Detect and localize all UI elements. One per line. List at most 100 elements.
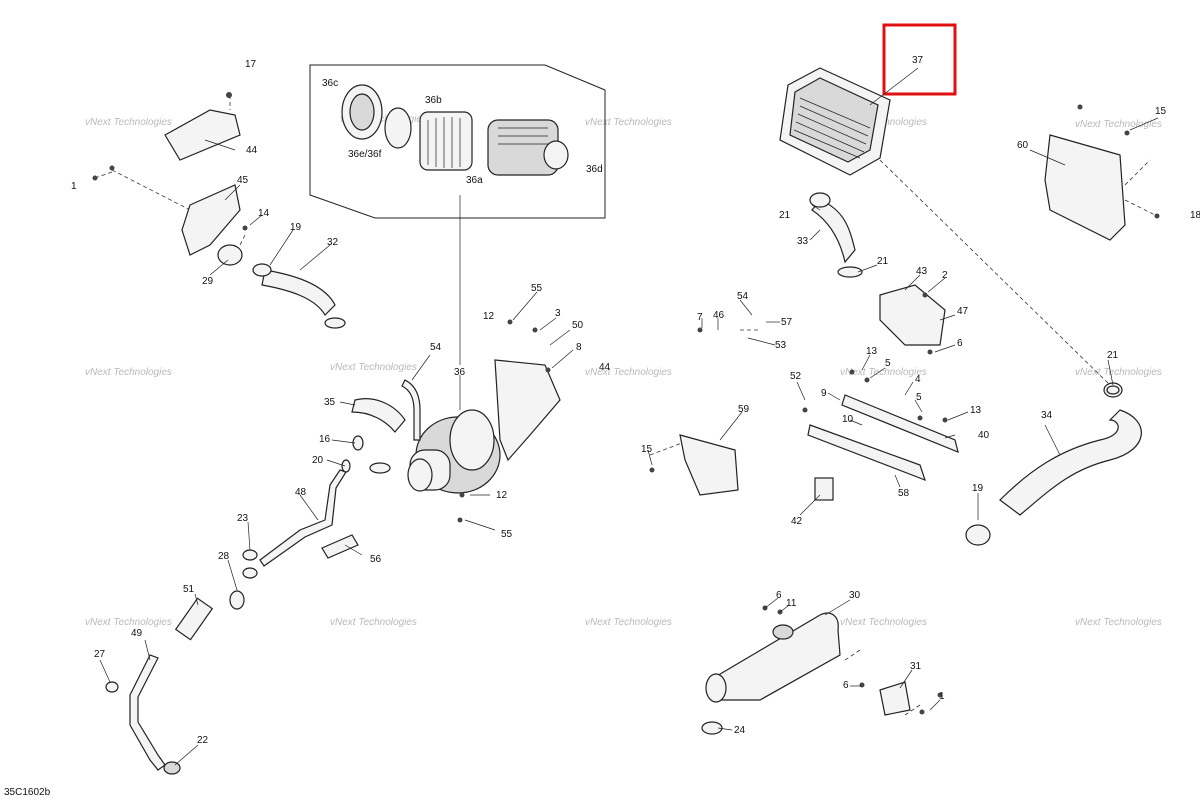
- callout-10: 10: [842, 414, 854, 425]
- callout-1b: 1: [939, 691, 945, 702]
- callout-5: 5: [885, 358, 891, 369]
- airbox-36: [407, 409, 501, 494]
- callout-40: 40: [978, 430, 990, 441]
- callout-53: 53: [775, 340, 787, 351]
- callout-9: 9: [821, 388, 827, 399]
- callout-29: 29: [202, 276, 214, 287]
- watermark: vNext Technologies: [585, 367, 672, 378]
- callout-27: 27: [94, 649, 106, 660]
- callout-12: 12: [483, 311, 495, 322]
- bracket-43: [879, 284, 946, 346]
- callout-37: 37: [912, 55, 924, 66]
- watermark: vNext Technologies: [85, 117, 172, 128]
- callout-36ef: 36e/36f: [348, 149, 382, 160]
- callout-15: 15: [1155, 106, 1167, 117]
- callout-33: 33: [797, 236, 809, 247]
- callout-36c: 36c: [322, 78, 338, 89]
- callout-36: 36: [454, 367, 466, 378]
- callout-56: 56: [370, 554, 382, 565]
- watermark: vNext Technologies: [85, 367, 172, 378]
- highlight-box: [882, 23, 957, 96]
- callout-59: 59: [738, 404, 750, 415]
- callout-20: 20: [312, 455, 324, 466]
- hose-33: [811, 199, 856, 264]
- callout-50: 50: [572, 320, 584, 331]
- callout-48: 48: [295, 487, 307, 498]
- callout-23: 23: [237, 513, 249, 524]
- callout-21c: 21: [1107, 350, 1119, 361]
- callout-1: 1: [71, 181, 77, 192]
- callout-49: 49: [131, 628, 143, 639]
- watermark: vNext Technologies: [585, 117, 672, 128]
- callout-36b: 36b: [425, 95, 442, 106]
- hose-35: [351, 398, 406, 433]
- callout-30: 30: [849, 590, 861, 601]
- air-filter-detail-box: [309, 64, 606, 365]
- callout-45: 45: [237, 175, 249, 186]
- callout-52: 52: [790, 371, 802, 382]
- figure-code: 35C1602b: [4, 787, 51, 798]
- callout-22: 22: [197, 735, 209, 746]
- callout-14: 14: [258, 208, 270, 219]
- callout-6: 6: [957, 338, 963, 349]
- bracket-31: [879, 681, 911, 716]
- callout-17: 17: [245, 59, 257, 70]
- callout-47: 47: [957, 306, 969, 317]
- callout-15b: 15: [641, 444, 653, 455]
- watermark: vNext Technologies: [840, 367, 927, 378]
- bracket-50: [494, 359, 561, 462]
- callout-58: 58: [898, 488, 910, 499]
- callout-32: 32: [327, 237, 339, 248]
- callout-12b: 12: [496, 490, 508, 501]
- bracket-45: [181, 184, 241, 256]
- bracket-59: [679, 434, 739, 496]
- callout-13b: 13: [970, 405, 982, 416]
- hose-34: [999, 409, 1142, 516]
- pipe-49: [129, 654, 166, 771]
- callout-18: 18: [1190, 210, 1200, 221]
- callout-54b: 54: [737, 291, 749, 302]
- callout-35: 35: [324, 397, 336, 408]
- callout-2: 2: [942, 270, 948, 281]
- callout-5b: 5: [916, 392, 922, 403]
- callout-55b: 55: [501, 529, 513, 540]
- callout-24: 24: [734, 725, 746, 736]
- bracket-60: [1044, 134, 1126, 241]
- leader-lines: [99, 117, 1159, 766]
- hose-54: [401, 379, 421, 441]
- hose-32: [261, 269, 336, 316]
- callout-13: 13: [866, 346, 878, 357]
- callout-60: 60: [1017, 140, 1029, 151]
- callout-28: 28: [218, 551, 230, 562]
- callout-7: 7: [697, 312, 703, 323]
- callout-6b: 6: [776, 590, 782, 601]
- watermark: vNext Technologies: [330, 362, 417, 373]
- plate-44: [164, 109, 241, 161]
- watermark: vNext Technologies: [340, 114, 427, 125]
- watermark: vNext Technologies: [85, 617, 172, 628]
- callout-57: 57: [781, 317, 793, 328]
- callout-19: 19: [290, 222, 302, 233]
- callout-16: 16: [319, 434, 331, 445]
- callout-3: 3: [555, 308, 561, 319]
- watermark: vNext Technologies: [330, 617, 417, 628]
- bracket-rail-40: [841, 394, 959, 453]
- callout-46: 46: [713, 310, 725, 321]
- watermark: vNext Technologies: [1075, 617, 1162, 628]
- part-42: [814, 477, 834, 501]
- pipe-51: [174, 597, 214, 641]
- callout-21: 21: [779, 210, 791, 221]
- callout-19b: 19: [972, 483, 984, 494]
- watermark: vNext Technologies: [840, 617, 927, 628]
- callout-42: 42: [791, 516, 803, 527]
- callout-31: 31: [910, 661, 922, 672]
- callout-44: 44: [246, 145, 258, 156]
- callout-44b: 44: [599, 362, 611, 373]
- callout-6c: 6: [843, 680, 849, 691]
- watermark: vNext Technologies: [1075, 119, 1162, 130]
- manifold-30: [709, 612, 841, 701]
- callout-55: 55: [531, 283, 543, 294]
- callout-43: 43: [916, 266, 928, 277]
- callout-8: 8: [576, 342, 582, 353]
- callout-34: 34: [1041, 410, 1053, 421]
